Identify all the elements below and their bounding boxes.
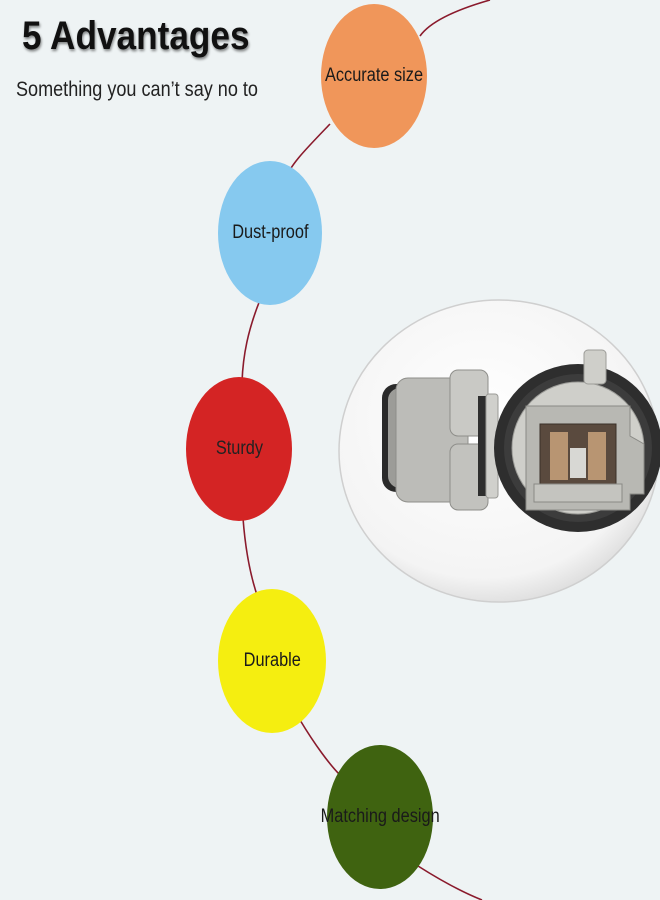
socket-photo [338, 299, 660, 603]
socket-front-view [494, 349, 660, 532]
connector-path [241, 0, 491, 900]
advantage-bubble-matching-design: Matching design [320, 745, 440, 889]
advantage-label: Dust-proof [231, 222, 309, 243]
advantage-bubble-dust-proof: Dust-proof [218, 161, 322, 305]
page-title: 5 Advantages [22, 14, 250, 58]
advantage-label: Accurate size [324, 65, 424, 86]
page-subtitle: Something you can’t say no to [16, 78, 258, 101]
advantage-label: Durable [243, 650, 301, 671]
advantage-label: Sturdy [215, 438, 263, 459]
socket-side-view [382, 369, 499, 511]
advantage-label: Matching design [320, 806, 440, 827]
advantage-bubble-durable: Durable [218, 589, 326, 733]
advantage-bubble-sturdy: Sturdy [186, 377, 292, 521]
advantage-bubble-accurate-size: Accurate size [321, 4, 427, 148]
